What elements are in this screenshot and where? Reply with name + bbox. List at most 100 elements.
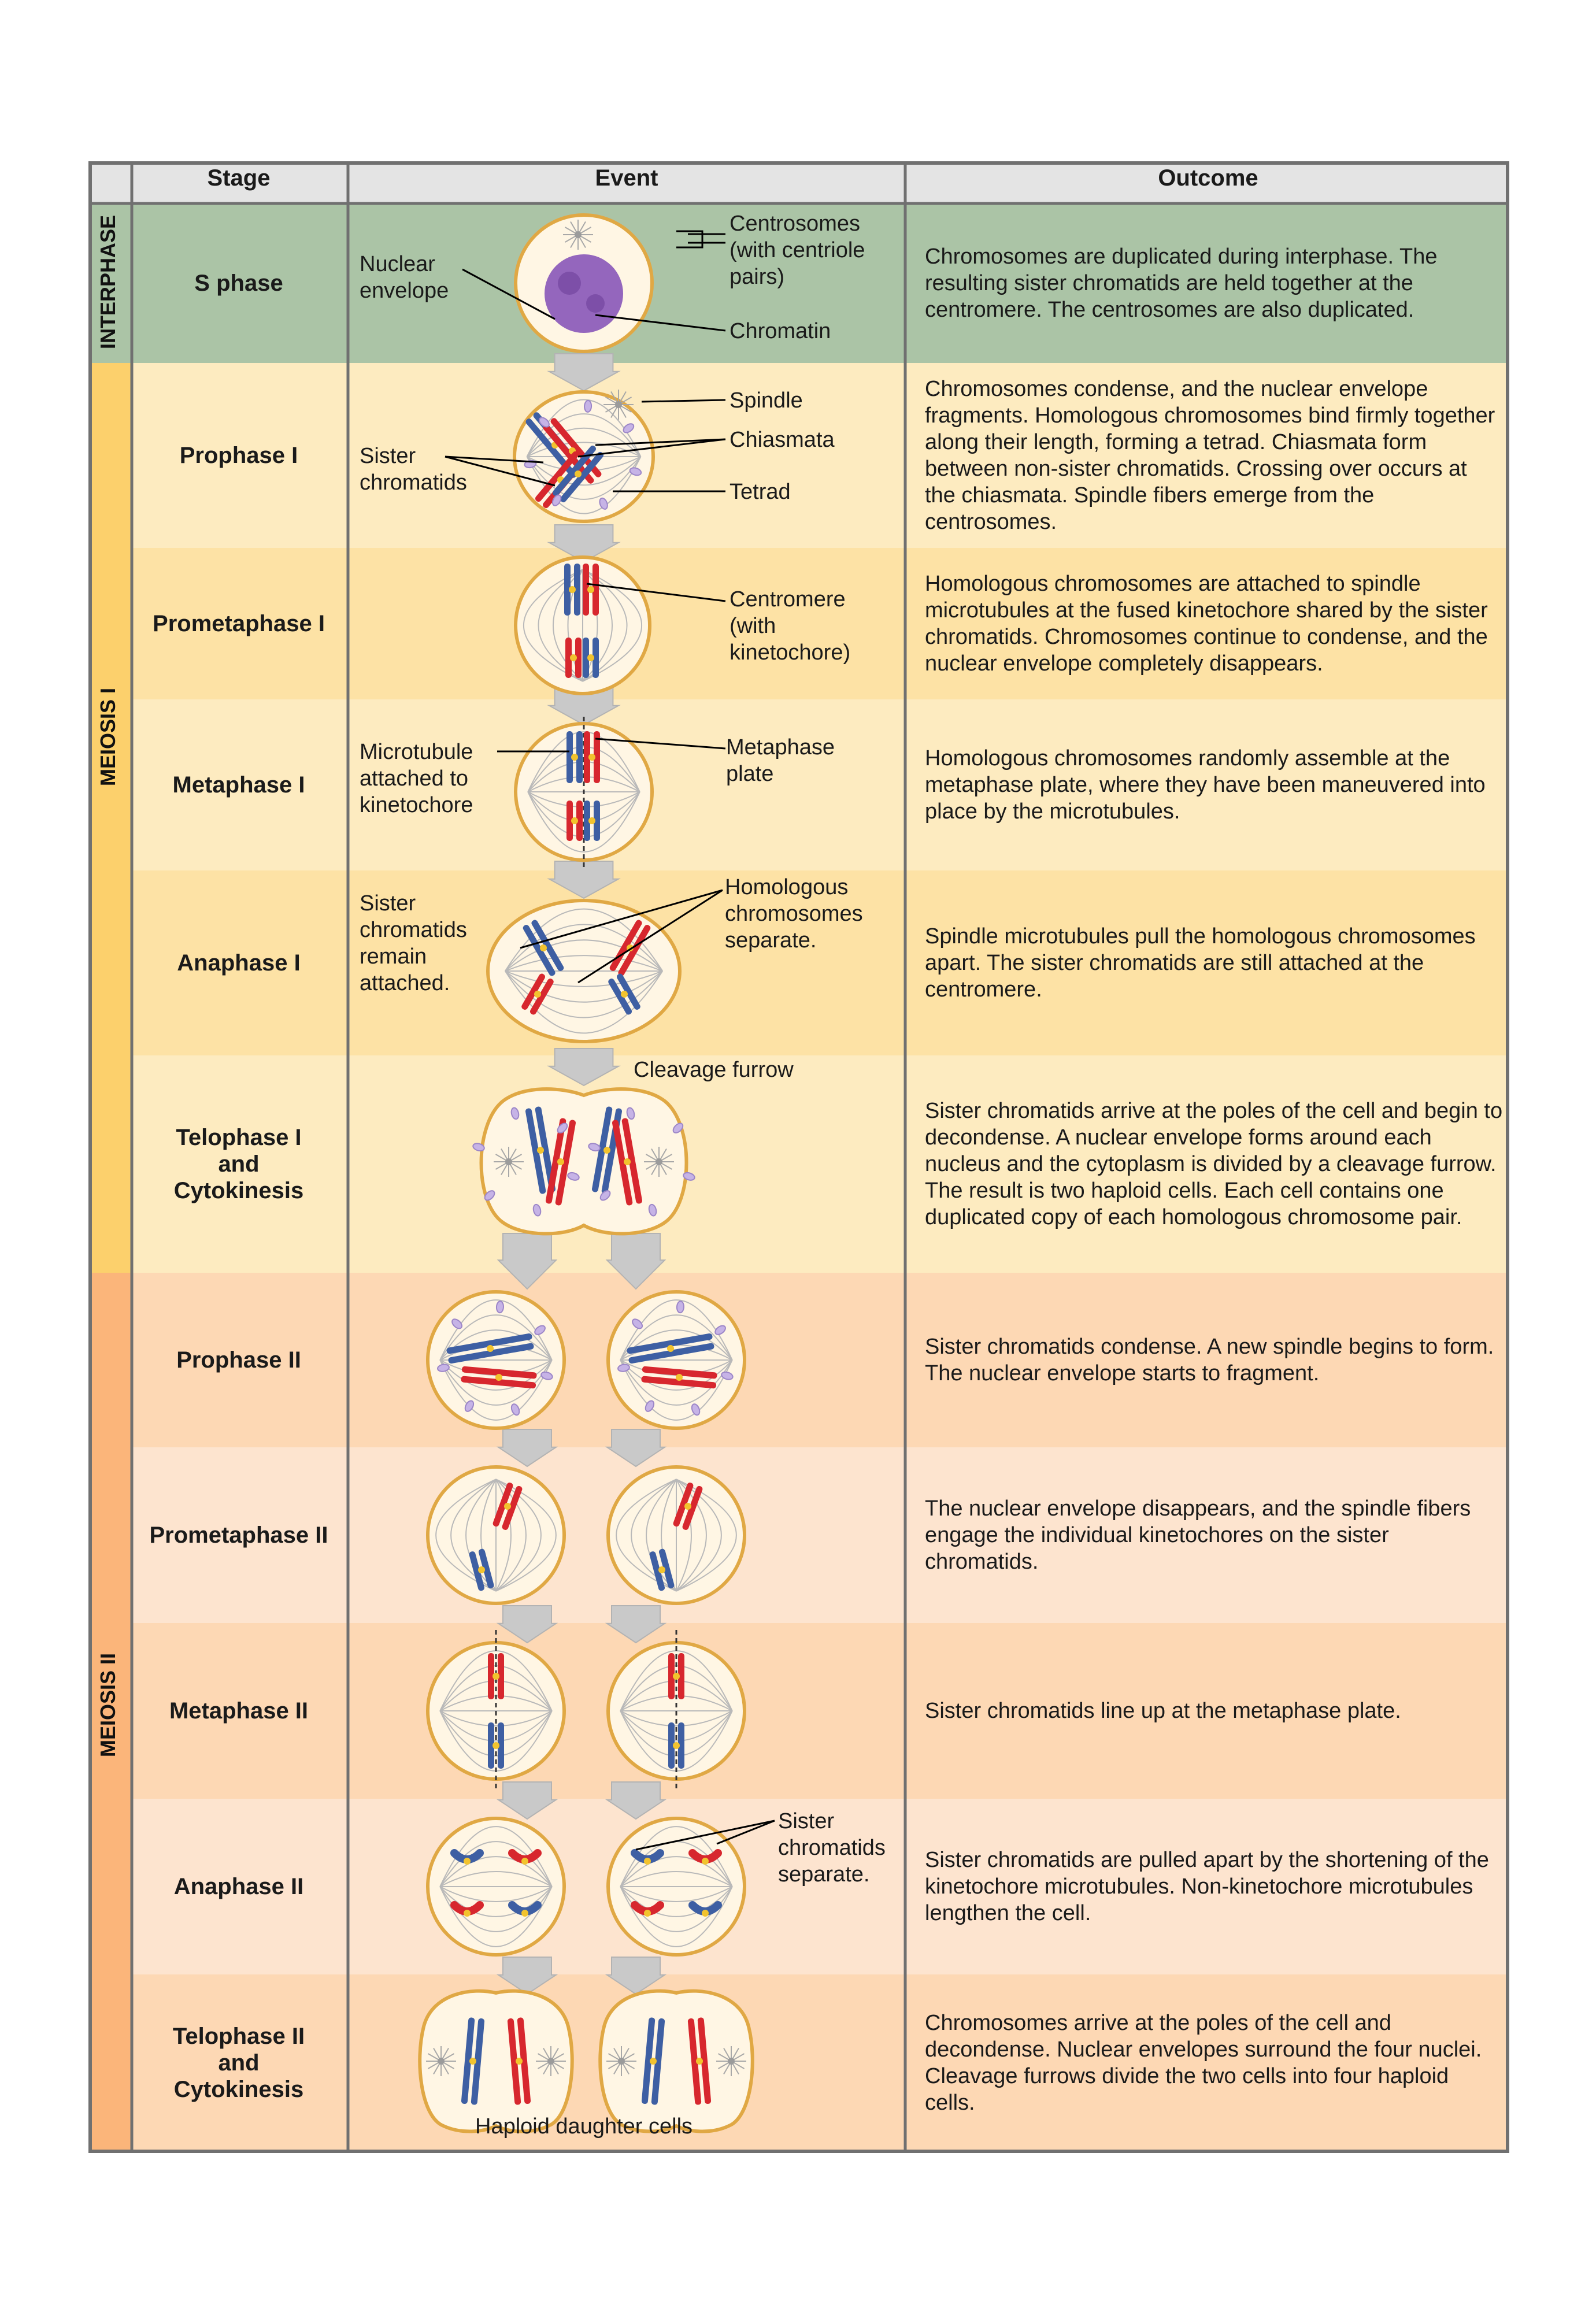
stage-anaphase-1: Anaphase I (132, 870, 346, 1055)
phase-bar-meiosis1 (90, 363, 132, 1273)
chromatid (521, 973, 546, 1010)
down-arrow (605, 1605, 667, 1644)
label-leader-lines (445, 230, 775, 1851)
spindle-fiber (439, 1359, 553, 1406)
chromosome (565, 638, 582, 678)
spindle-fiber (439, 1841, 553, 1887)
chromatid (687, 2018, 702, 2105)
spindle-fiber (620, 1710, 733, 1742)
label-line: Sister (360, 444, 416, 468)
spindle-fiber (439, 1650, 553, 1711)
phase-label-meiosis1: MEIOSIS I (96, 687, 120, 787)
spindle-fiber (465, 1479, 497, 1592)
envelope-fragment (672, 1122, 684, 1133)
header-event: Event (595, 165, 658, 191)
chromatid (560, 451, 604, 503)
spindle-fiber (439, 1314, 553, 1361)
label-nuclear-envelope: Nuclear envelope (360, 251, 449, 304)
chromosome (461, 2017, 485, 2105)
spindle-fiber (505, 939, 663, 972)
row-band (132, 1055, 1508, 1273)
chromosome (469, 1548, 494, 1591)
chromatid (469, 1551, 485, 1591)
down-arrow (605, 1957, 667, 1995)
chromatid (502, 1485, 523, 1530)
centriole (728, 2058, 735, 2065)
leader-line (462, 268, 556, 320)
stage-label: Anaphase II (173, 1874, 304, 1899)
stage-prophase-1: Prophase I (132, 363, 346, 548)
centriole (438, 2058, 445, 2065)
outcome-telophase-2: Chromosomes arrive at the poles of the c… (925, 2011, 1482, 2115)
kinetochore (588, 817, 595, 824)
label-microtubule: Microtubule attached to kinetochore (360, 739, 473, 818)
spindle-fiber (439, 1871, 553, 1887)
cell-metaphase-2-right (606, 1630, 746, 1792)
envelope-fragment (599, 1190, 611, 1201)
chromatid (678, 1653, 684, 1699)
chromatid (628, 1343, 714, 1364)
chromatid (584, 731, 590, 783)
kinetochore (495, 1374, 502, 1381)
phase-bar-interphase (90, 203, 132, 363)
spindle-fiber (527, 791, 640, 853)
envelope-fragment (599, 497, 608, 510)
outcome-prophase-2: Sister chromatids condense. A new spindl… (925, 1335, 1494, 1385)
spindle-fiber (505, 924, 663, 972)
spindle-fiber (495, 1479, 512, 1592)
centriole (615, 401, 622, 408)
kinetochore (667, 1345, 674, 1352)
label-line: (with (730, 614, 776, 638)
down-arrow (497, 1233, 558, 1290)
label-centromere: Centromere (with kinetochore) (730, 586, 850, 666)
envelope-fragment (632, 1318, 643, 1329)
spindle-fiber (526, 456, 642, 500)
chromatid (566, 731, 573, 783)
envelope-fragment (484, 1190, 495, 1201)
chromatid (641, 1376, 717, 1389)
leader-line (586, 583, 726, 602)
spindle-fiber (582, 569, 628, 682)
envelope-fragment (451, 1318, 463, 1329)
chromatid (471, 2018, 485, 2105)
label-line: envelope (360, 279, 449, 303)
row-band (132, 1447, 1508, 1623)
outcome-prometaphase-1: Homologous chromosomes are attached to s… (925, 572, 1488, 676)
envelope-fragment (629, 467, 642, 476)
spindle-fiber (505, 970, 663, 1003)
down-arrow (547, 353, 621, 392)
chromosome (545, 1118, 576, 1206)
centriole (656, 1158, 662, 1165)
chromatid (627, 1333, 713, 1354)
chromatid (608, 979, 632, 1015)
kinetochore (673, 1742, 680, 1749)
chromosome (492, 1483, 523, 1530)
kinetochore (540, 944, 547, 951)
spindle-fiber (620, 1856, 733, 1887)
kinetochore (644, 1858, 651, 1865)
cell-metaphase-2-left (426, 1630, 566, 1792)
spindle-fiber (439, 1826, 553, 1887)
chromosome (673, 1483, 703, 1530)
chromatid (461, 2017, 475, 2104)
chromosome (609, 920, 651, 976)
kinetochore (684, 1503, 691, 1510)
chromatid (531, 920, 564, 971)
chromatid (593, 638, 599, 678)
outcome-metaphase-2: Sister chromatids line up at the metapha… (925, 1699, 1401, 1723)
spindle-fiber (620, 1314, 733, 1361)
kinetochore (644, 1910, 651, 1917)
kinetochore (571, 754, 578, 761)
spindle-fiber (439, 1710, 553, 1726)
chromatid (535, 451, 579, 502)
leader-line (595, 438, 726, 446)
spindle-fiber (620, 1359, 733, 1406)
leader-line (445, 455, 556, 487)
stage-s-phase: S phase (132, 203, 346, 363)
table-gridlines (88, 161, 1509, 2153)
kinetochore (658, 1566, 665, 1573)
spindle-fiber (620, 1710, 733, 1726)
chromosome (507, 2017, 531, 2105)
leader-line (577, 889, 723, 984)
spindle-fiber (620, 1871, 733, 1887)
